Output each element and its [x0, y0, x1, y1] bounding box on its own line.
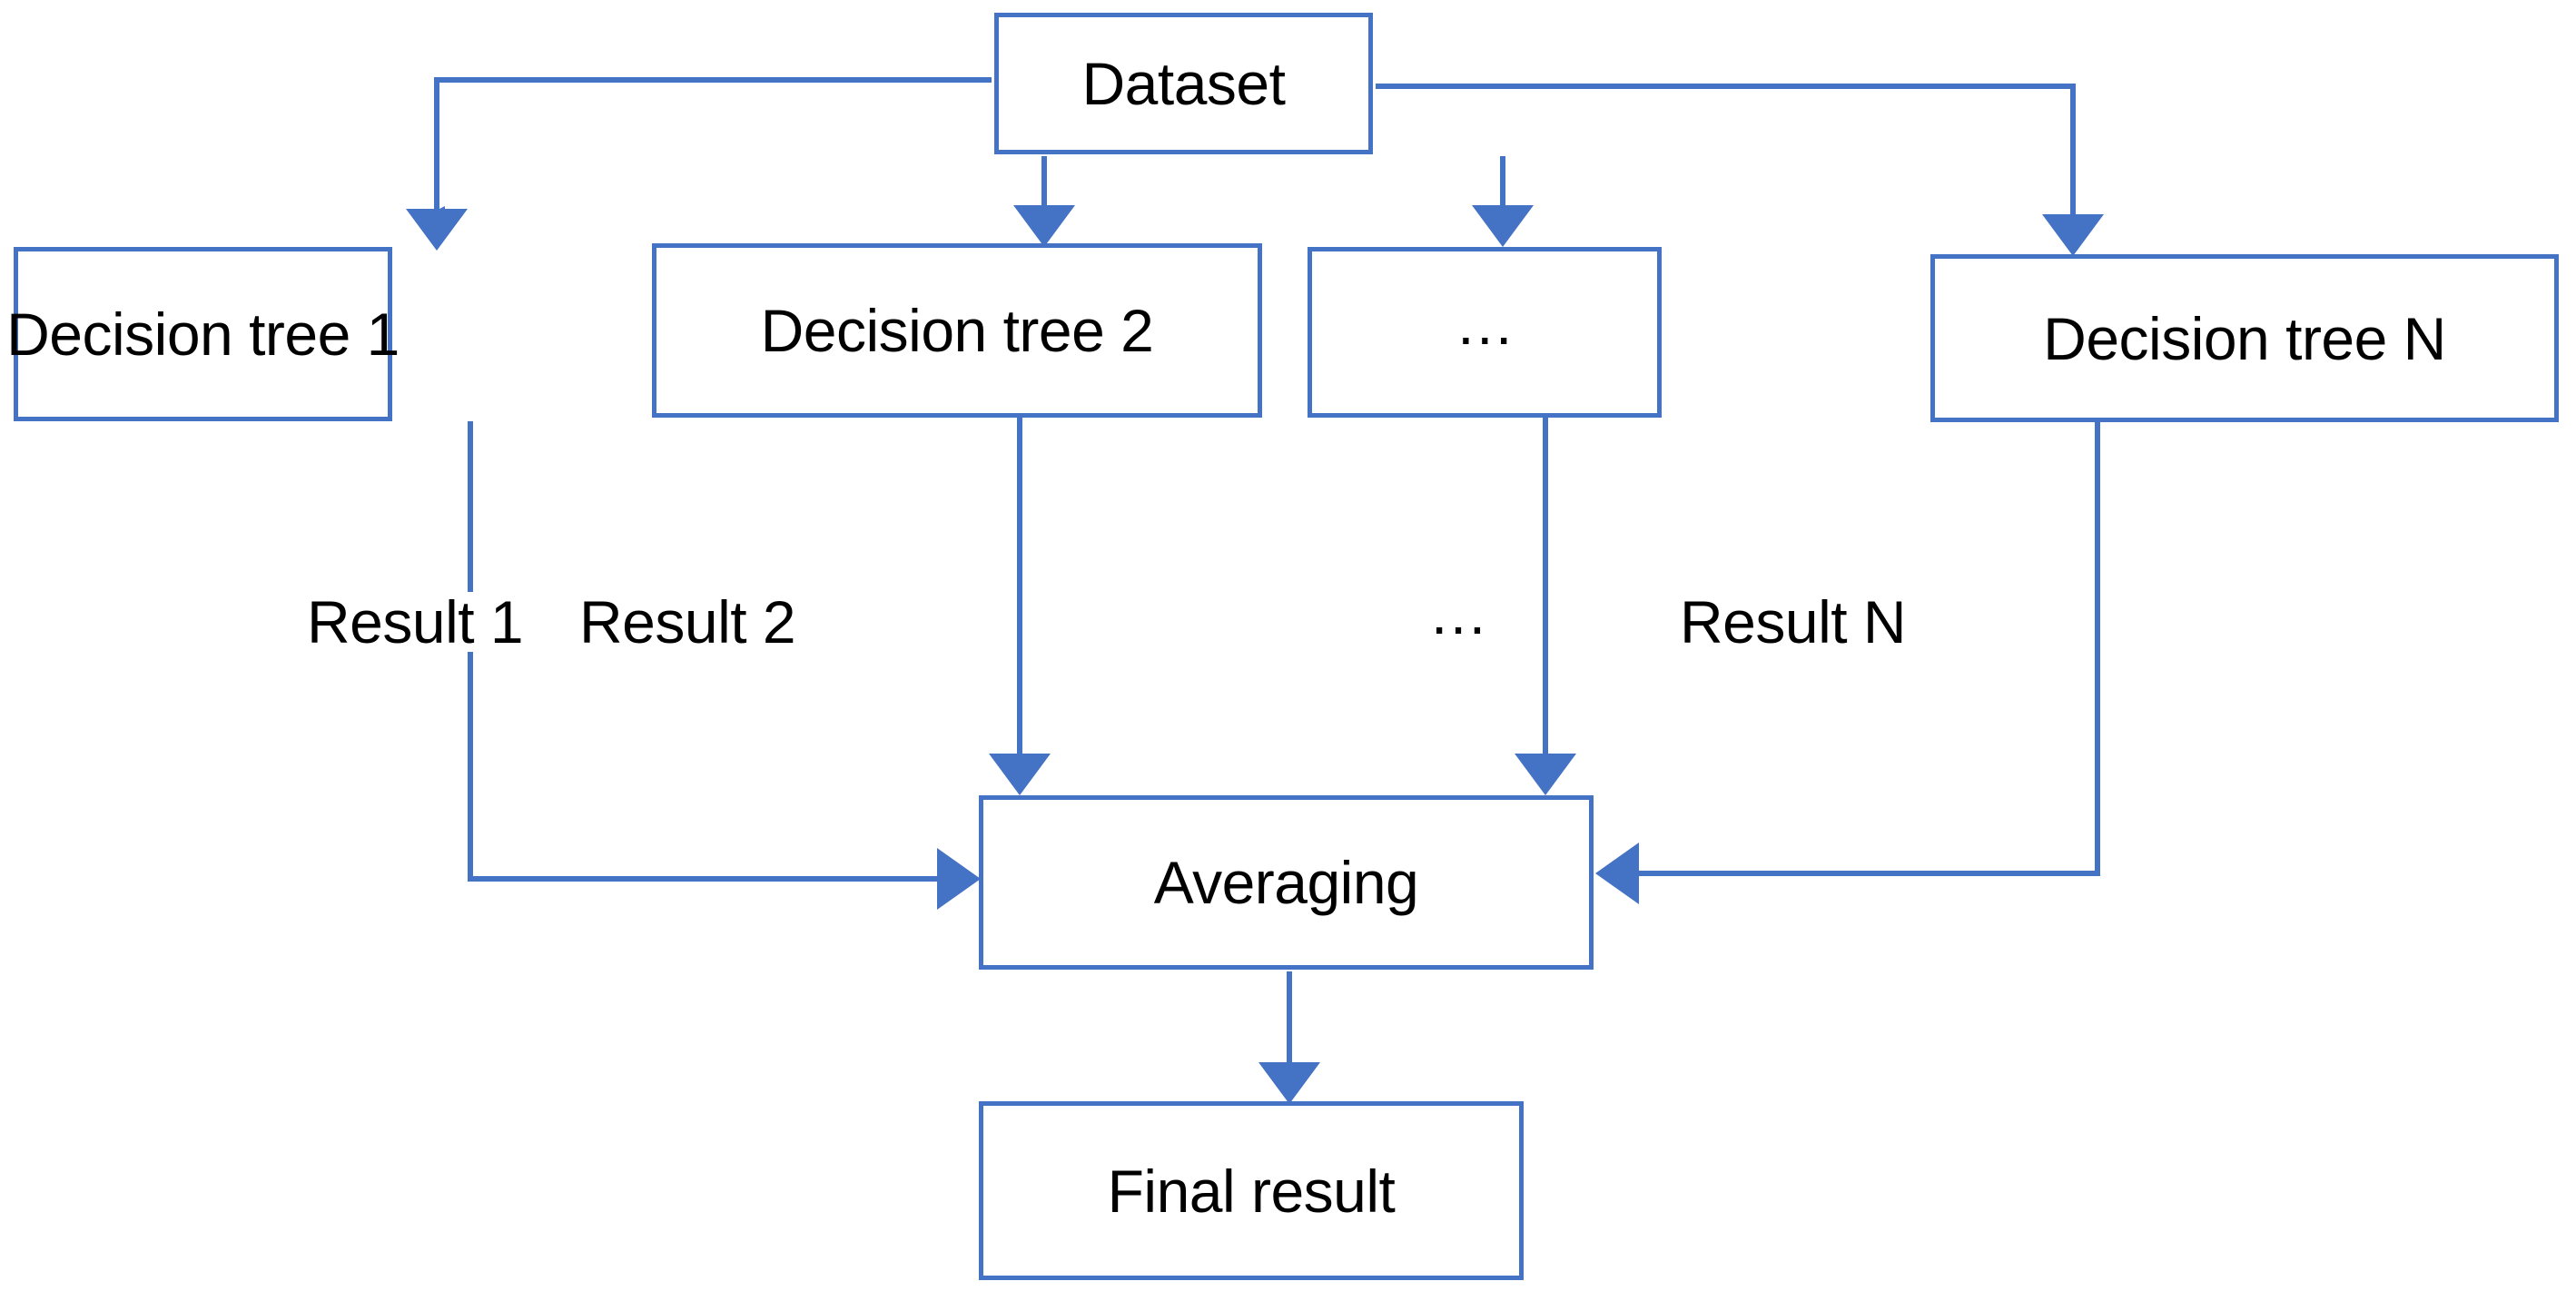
node-decision-tree-n-label: Decision tree N — [2043, 304, 2446, 372]
node-decision-tree-2[interactable]: Decision tree 2 — [652, 243, 1262, 418]
edge-label-result-1: Result 1 — [298, 592, 533, 652]
node-decision-tree-1-label: Decision tree 1 — [6, 301, 400, 368]
arrowhead-treeN-to-averaging — [1595, 843, 1639, 904]
node-decision-tree-2-label: Decision tree 2 — [760, 297, 1154, 364]
arrowhead-dataset-to-tree2 — [1013, 205, 1075, 247]
arrowhead-tree2-to-averaging — [989, 754, 1051, 795]
node-dataset-label: Dataset — [1081, 50, 1286, 117]
node-averaging-label: Averaging — [1153, 849, 1419, 916]
node-final-result-label: Final result — [1107, 1157, 1396, 1225]
arrowhead-ellipsis-to-averaging — [1515, 754, 1576, 795]
node-decision-tree-1[interactable]: Decision tree 1 — [6, 247, 400, 421]
arrowhead-averaging-to-final — [1258, 1062, 1320, 1104]
arrowhead-dataset-to-tree1 — [406, 209, 468, 251]
edge-label-result-ellipsis: … — [1419, 583, 1497, 643]
node-averaging[interactable]: Averaging — [979, 795, 1594, 970]
node-final-result[interactable]: Final result — [979, 1101, 1524, 1280]
node-decision-tree-n[interactable]: Decision tree N — [1930, 254, 2559, 422]
arrowhead-tree1-to-averaging — [937, 848, 981, 910]
edge-label-result-2: Result 2 — [570, 592, 805, 652]
connector-dataset-to-tree1 — [434, 77, 992, 215]
node-dataset[interactable]: Dataset — [994, 13, 1373, 154]
connector-dataset-to-treeN — [1376, 84, 2076, 216]
node-decision-tree-ellipsis[interactable]: … — [1308, 247, 1662, 418]
node-decision-tree-ellipsis-label: … — [1455, 290, 1515, 357]
edge-label-result-n: Result N — [1671, 592, 1916, 652]
arrowhead-dataset-to-treeN — [2042, 214, 2104, 256]
arrowhead-dataset-to-ellipsis — [1472, 205, 1534, 247]
